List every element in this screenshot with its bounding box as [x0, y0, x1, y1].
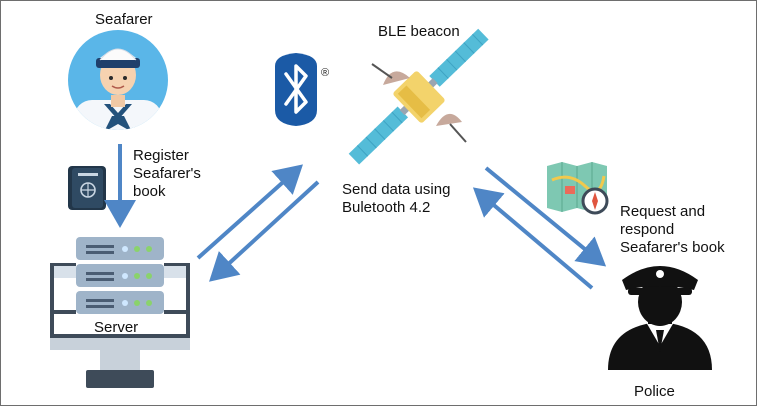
edge-label-register-line: Seafarer's [133, 165, 201, 182]
edge-label-register-line: book [133, 183, 166, 200]
edge-label-request-line: Seafarer's book [620, 239, 725, 256]
edge-label-request-line: respond [620, 221, 675, 238]
server-rack-icon [76, 237, 164, 314]
sailor-avatar-icon [68, 30, 168, 130]
edge-label-register: Register Seafarer's book [133, 147, 201, 201]
monitor-icon [50, 263, 190, 388]
arrow-server-to-beacon [196, 164, 303, 260]
node-label-seafarer: Seafarer [95, 11, 153, 28]
arrow-police-to-beacon [472, 187, 594, 290]
edge-label-send-line: Send data using [342, 181, 451, 198]
registered-mark: ® [321, 67, 329, 79]
arrow-beacon-to-police [484, 166, 607, 267]
police-officer-icon [608, 266, 712, 370]
map-compass-icon [547, 162, 609, 215]
edge-label-register-line: Register [133, 147, 189, 164]
node-label-beacon: BLE beacon [378, 23, 460, 40]
edge-label-send-line: Buletooth 4.2 [342, 199, 431, 216]
edge-label-send: Send data using Buletooth 4.2 [342, 181, 450, 217]
node-label-server: Server [94, 319, 139, 336]
edge-label-request: Request and respond Seafarer's book [620, 203, 725, 257]
passport-icon [68, 166, 106, 210]
bluetooth-icon [275, 53, 317, 126]
edge-label-request-line: Request and [620, 203, 706, 220]
satellite-icon [348, 28, 489, 165]
node-label-police: Police [634, 383, 675, 400]
arrow-beacon-to-server [209, 180, 320, 282]
